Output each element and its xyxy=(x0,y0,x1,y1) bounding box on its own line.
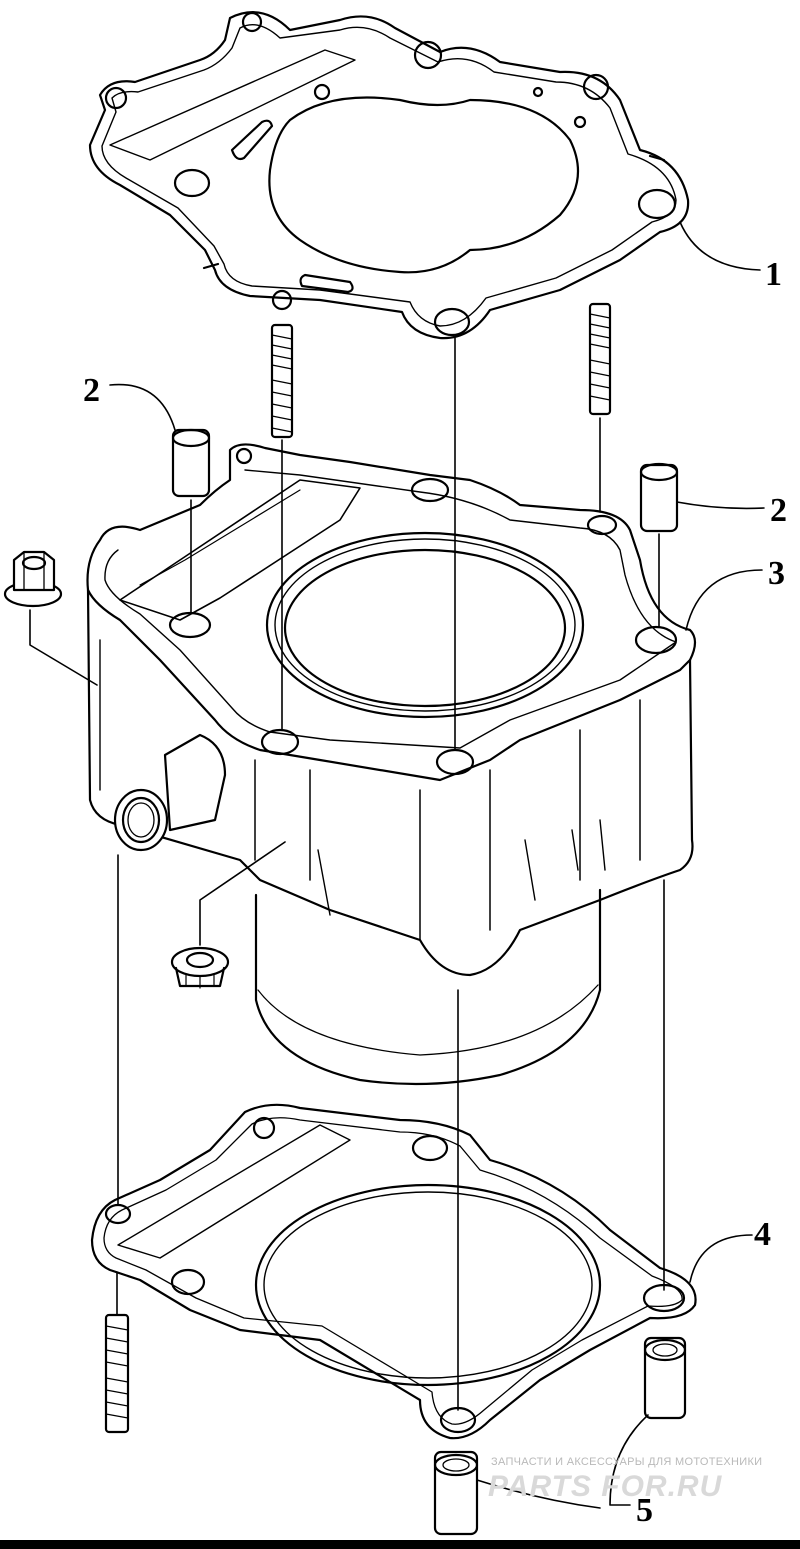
stud-lower xyxy=(104,1313,130,1434)
leader-line-nut xyxy=(29,609,98,686)
base-gasket xyxy=(90,1103,697,1440)
watermark-logo: PARTS FOR.RU xyxy=(488,1470,723,1503)
callout-2-left: 2 xyxy=(83,372,100,409)
callout-5: 5 xyxy=(636,1492,653,1529)
callout-2-right: 2 xyxy=(770,492,787,529)
watermark-tagline: ЗАПЧАСТИ И АКСЕССУАРЫ ДЛЯ МОТОТЕХНИКИ xyxy=(491,1456,763,1468)
dowel-pin-lower-right xyxy=(643,1336,687,1420)
leader-line-1 xyxy=(679,221,761,271)
cylinder-block xyxy=(86,443,697,1086)
callout-3: 3 xyxy=(768,555,785,592)
stud-upper-right xyxy=(588,302,612,416)
leader-line-5a xyxy=(609,1414,649,1506)
dowel-pin-lower-middle xyxy=(433,1450,479,1536)
dowel-pin-right xyxy=(639,462,679,533)
alignment-lines xyxy=(117,337,665,1411)
head-gasket xyxy=(88,11,690,340)
callout-4: 4 xyxy=(754,1216,771,1253)
leader-line-5b xyxy=(476,1479,601,1509)
bottom-border xyxy=(0,1540,800,1549)
leader-line-3 xyxy=(685,569,763,631)
stud-upper-left xyxy=(270,323,294,439)
flange-nut-lower xyxy=(170,946,230,989)
leader-line-nut-lower xyxy=(199,841,286,946)
callout-1: 1 xyxy=(765,256,782,293)
dowel-pin-left xyxy=(171,428,211,498)
leader-line-4 xyxy=(689,1234,753,1283)
leader-line-2b xyxy=(676,501,765,510)
leader-line-2a xyxy=(109,383,176,431)
flange-nut-upper xyxy=(3,550,63,608)
